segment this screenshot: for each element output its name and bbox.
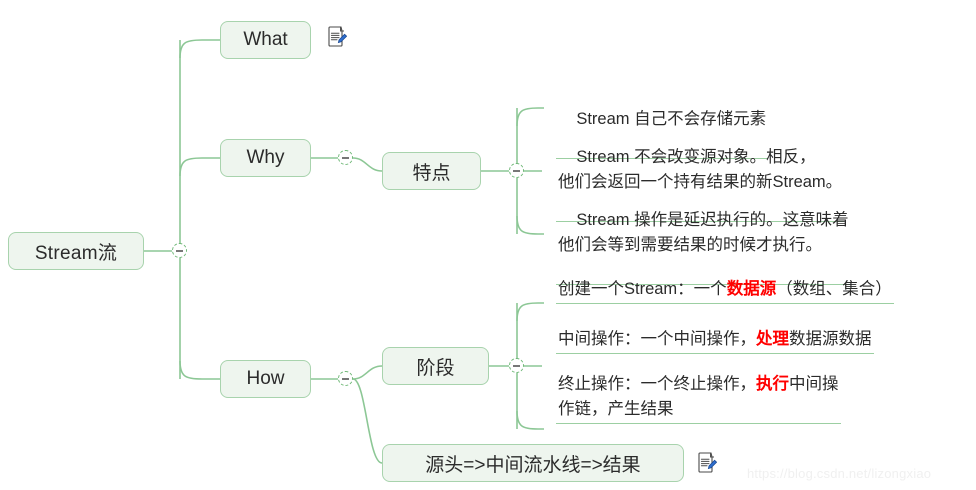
branch-node-tedian-label: 特点 bbox=[412, 162, 451, 184]
leaf-tedian-2-text: Stream 不会改变源对象。相反， 他们会返回一个持有结果的新Stream。 bbox=[558, 148, 843, 191]
leaf-tedian-3[interactable]: Stream 操作是延迟执行的。这意味着 他们会等到需要结果的时候才执行。 bbox=[556, 183, 851, 285]
watermark: https://blog.csdn.net/lizongxiao bbox=[747, 466, 931, 481]
plain-text: （数组、集合） bbox=[776, 280, 892, 298]
note-edit-icon[interactable] bbox=[697, 452, 717, 474]
root-node-label: Stream流 bbox=[34, 242, 118, 264]
branch-node-pipeline-label: 源头=>中间流水线=>结果 bbox=[425, 454, 641, 476]
root-node[interactable]: Stream流 bbox=[8, 232, 144, 270]
why-collapse-toggle[interactable] bbox=[338, 150, 353, 165]
collapse-minus-icon bbox=[513, 364, 520, 367]
branch-node-jieduan[interactable]: 阶段 bbox=[382, 347, 489, 385]
highlighted-text: 数据源 bbox=[726, 280, 777, 298]
branch-node-what-label: What bbox=[243, 29, 288, 50]
note-edit-icon[interactable] bbox=[327, 26, 347, 48]
plain-text: 中间操作：一个中间操作， bbox=[558, 330, 756, 348]
leaf-jieduan-3[interactable]: 终止操作：一个终止操作，执行中间操 作链，产生结果 bbox=[556, 372, 841, 424]
collapse-minus-icon bbox=[513, 169, 520, 172]
leaf-tedian-3-text: Stream 操作是延迟执行的。这意味着 他们会等到需要结果的时候才执行。 bbox=[558, 211, 849, 254]
branch-node-jieduan-label: 阶段 bbox=[416, 357, 455, 379]
highlighted-text: 执行 bbox=[756, 375, 789, 393]
leaf-tedian-1[interactable]: Stream 自己不会存储元素 bbox=[556, 82, 769, 159]
plain-text: 终止操作：一个终止操作， bbox=[558, 375, 756, 393]
plain-text: 创建一个Stream：一个 bbox=[558, 280, 727, 298]
tedian-collapse-toggle[interactable] bbox=[509, 163, 524, 178]
branch-node-pipeline[interactable]: 源头=>中间流水线=>结果 bbox=[382, 444, 684, 482]
plain-text: 数据源数据 bbox=[789, 330, 872, 348]
plain-text: 中间操 作链，产生结果 bbox=[558, 375, 839, 418]
branch-node-how[interactable]: How bbox=[220, 360, 311, 398]
branch-node-how-label: How bbox=[246, 368, 285, 389]
branch-node-why-label: Why bbox=[246, 147, 285, 168]
collapse-minus-icon bbox=[342, 156, 349, 159]
leaf-jieduan-2[interactable]: 中间操作：一个中间操作，处理数据源数据 bbox=[556, 327, 874, 354]
branch-node-why[interactable]: Why bbox=[220, 139, 311, 177]
leaf-tedian-2[interactable]: Stream 不会改变源对象。相反， 他们会返回一个持有结果的新Stream。 bbox=[556, 120, 845, 222]
leaf-jieduan-1[interactable]: 创建一个Stream：一个数据源（数组、集合） bbox=[556, 277, 894, 304]
root-collapse-toggle[interactable] bbox=[172, 243, 187, 258]
jieduan-collapse-toggle[interactable] bbox=[509, 358, 524, 373]
branch-node-tedian[interactable]: 特点 bbox=[382, 152, 481, 190]
collapse-minus-icon bbox=[176, 249, 183, 252]
branch-node-what[interactable]: What bbox=[220, 21, 311, 59]
collapse-minus-icon bbox=[342, 377, 349, 380]
leaf-tedian-1-text: Stream 自己不会存储元素 bbox=[576, 110, 767, 128]
highlighted-text: 处理 bbox=[756, 330, 789, 348]
how-collapse-toggle[interactable] bbox=[338, 371, 353, 386]
watermark-text: https://blog.csdn.net/lizongxiao bbox=[747, 466, 932, 481]
